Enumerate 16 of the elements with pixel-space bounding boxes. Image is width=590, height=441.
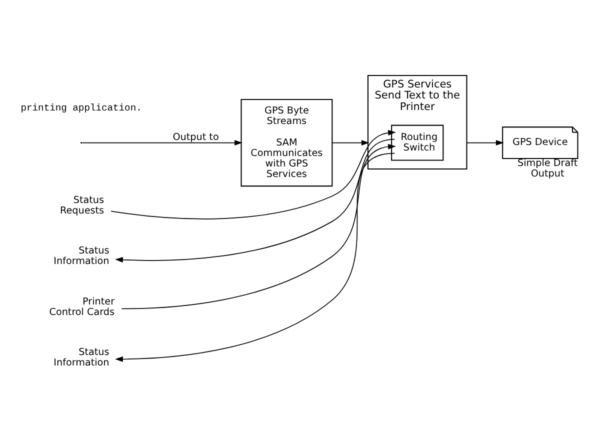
arrow (121, 143, 396, 309)
arrow (115, 138, 396, 262)
arrow (466, 140, 504, 146)
arrow (115, 152, 396, 362)
arrow (110, 130, 396, 219)
label: printing application. (20, 102, 142, 113)
node-text: Status Requests (60, 194, 104, 216)
node-text: Status Information (54, 245, 110, 267)
node-box: Routing Switch (391, 124, 444, 160)
arrow (82, 140, 242, 146)
node-box: GPS Byte Streams SAM Communicates with GPS Services (240, 98, 333, 186)
arrow (332, 140, 370, 146)
node-label: Simple Draft Output (518, 158, 578, 180)
edge-label: Output to (172, 131, 219, 142)
node-text: Printer Control Cards (49, 296, 115, 318)
node-text: Status Information (54, 346, 110, 368)
